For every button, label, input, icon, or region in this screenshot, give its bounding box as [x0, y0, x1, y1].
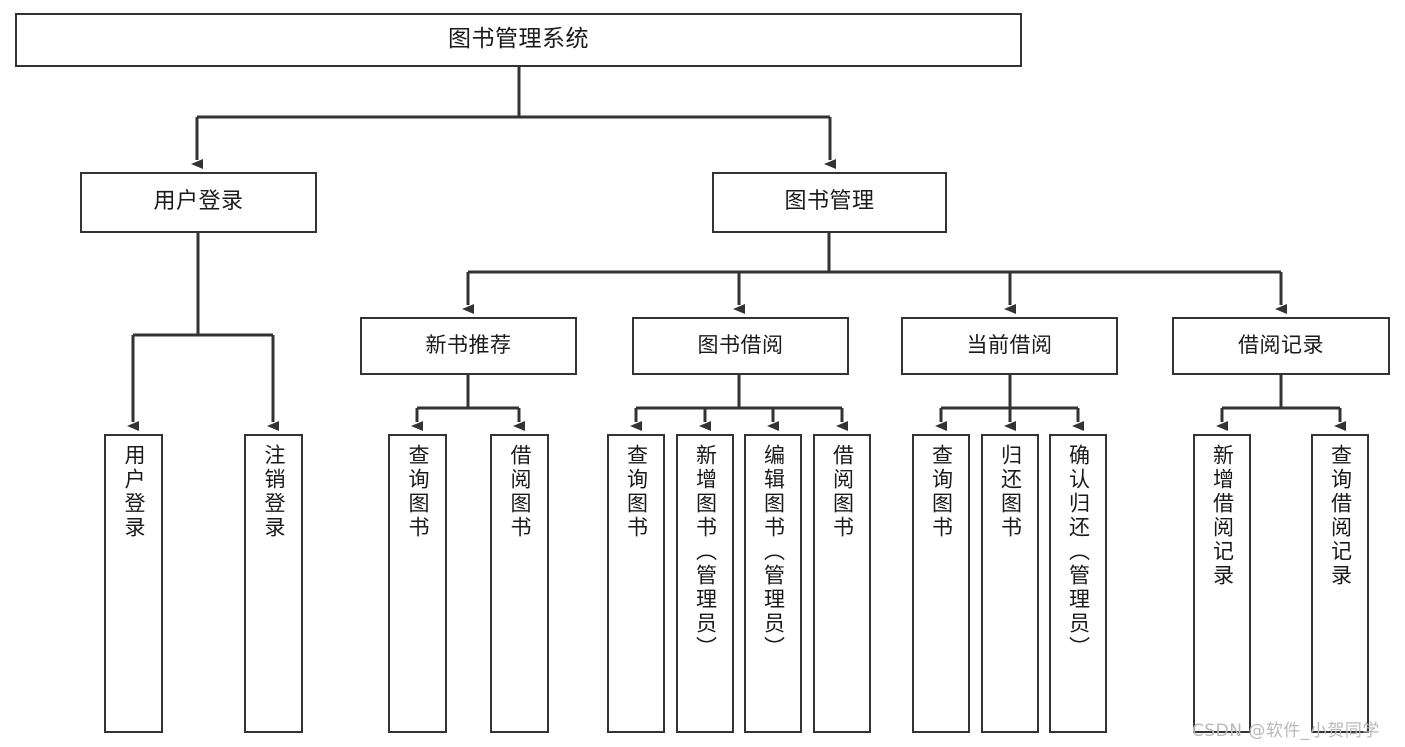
node-user-login[interactable]: 用户登录: [80, 172, 317, 233]
node-new-book-recommend[interactable]: 新书推荐: [360, 317, 577, 375]
node-label: 用户登录: [122, 444, 146, 540]
node-label: 查询图书: [929, 444, 954, 540]
node-label: 新增图书（管理员）: [693, 444, 718, 660]
node-label: 借阅图书: [508, 444, 532, 540]
leaf-record-add-borrow-record[interactable]: 新增借阅记录: [1193, 434, 1251, 733]
node-label: 用户登录: [153, 189, 244, 215]
leaf-new-book-query-book[interactable]: 查询图书: [388, 434, 447, 733]
node-label: 确认归还（管理员）: [1066, 444, 1091, 660]
node-label: 查询图书: [406, 444, 430, 540]
node-borrow-record[interactable]: 借阅记录: [1172, 317, 1390, 375]
leaf-record-query-borrow-record[interactable]: 查询借阅记录: [1311, 434, 1369, 733]
node-label: 查询图书: [624, 444, 649, 540]
node-label: 当前借阅: [966, 333, 1053, 358]
node-book-management[interactable]: 图书管理: [712, 172, 947, 233]
node-current-borrow[interactable]: 当前借阅: [901, 317, 1118, 375]
leaf-borrow-borrow-book[interactable]: 借阅图书: [813, 434, 871, 733]
node-label: 查询借阅记录: [1328, 444, 1353, 588]
leaf-current-return-book[interactable]: 归还图书: [981, 434, 1039, 733]
node-label: 借阅图书: [830, 444, 855, 540]
node-label: 归还图书: [998, 444, 1023, 540]
node-label: 图书管理: [784, 189, 875, 215]
node-root-book-management-system[interactable]: 图书管理系统: [15, 13, 1022, 67]
leaf-borrow-edit-book-admin[interactable]: 编辑图书（管理员）: [744, 434, 802, 733]
leaf-current-confirm-return-admin[interactable]: 确认归还（管理员）: [1049, 434, 1107, 733]
csdn-watermark: CSDN @软件_小贺同学: [1192, 721, 1380, 741]
node-label: 编辑图书（管理员）: [761, 444, 786, 660]
node-book-borrow[interactable]: 图书借阅: [632, 317, 849, 375]
leaf-user-login-logout[interactable]: 注销登录: [244, 434, 303, 733]
node-label: 新书推荐: [425, 333, 512, 358]
leaf-new-book-borrow-book[interactable]: 借阅图书: [490, 434, 549, 733]
leaf-user-login-login[interactable]: 用户登录: [104, 434, 163, 733]
node-label: 借阅记录: [1238, 333, 1324, 358]
leaf-current-query-book[interactable]: 查询图书: [912, 434, 970, 733]
node-label: 新增借阅记录: [1210, 444, 1235, 588]
node-label: 图书管理系统: [448, 26, 589, 53]
node-label: 图书借阅: [697, 333, 784, 358]
leaf-borrow-query-book[interactable]: 查询图书: [607, 434, 665, 733]
node-label: 注销登录: [262, 444, 286, 540]
leaf-borrow-add-book-admin[interactable]: 新增图书（管理员）: [676, 434, 734, 733]
